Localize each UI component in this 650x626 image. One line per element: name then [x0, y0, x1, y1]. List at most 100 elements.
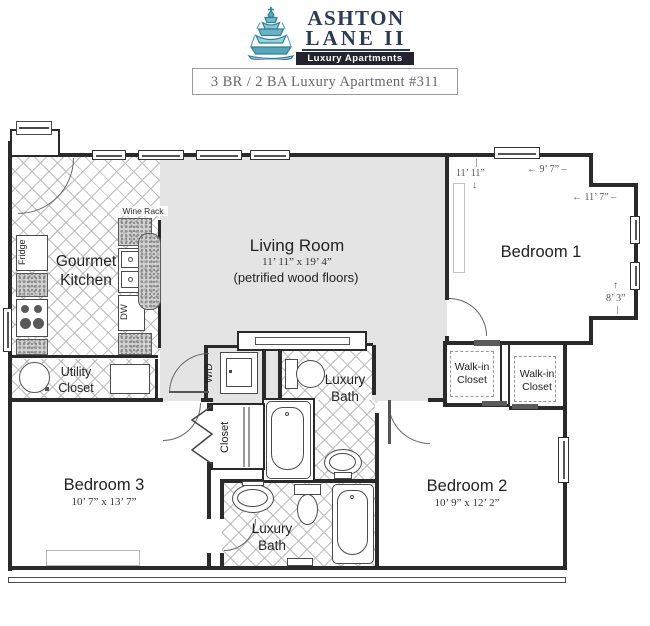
window-living-2: [138, 150, 184, 160]
front-door: [16, 121, 52, 135]
tub-lower-drain: [350, 495, 354, 499]
tub-upper-drain: [285, 412, 289, 416]
walkin-closet-lower-label: Walk-in Closet: [519, 368, 555, 394]
fountain-icon: [246, 6, 296, 62]
wall-bedroom2-top-stub: [428, 398, 445, 402]
arrow-left-icon: ←: [527, 164, 537, 175]
dim-text: 11’ 11”: [456, 168, 485, 179]
wall-bedroom3-top-b: [201, 398, 213, 402]
bedroom1-floor: [449, 157, 634, 341]
fireplace-inner: [255, 337, 350, 345]
wall-bedroom3-top-a: [8, 398, 163, 402]
closet-bifold-opening: [209, 411, 216, 462]
sink-drain: [128, 257, 133, 262]
walkin-closet-upper-shelves: [450, 351, 494, 397]
wall-wic-pocket: [500, 343, 510, 406]
wall-bedroom3-right-c: [207, 553, 211, 567]
wall-wd-right: [262, 345, 266, 400]
wall-bath-upper-left: [278, 345, 282, 402]
kitchen-label: Gourmet Kitchen: [55, 253, 117, 290]
wall-bedroom3-right-a: [207, 403, 211, 411]
walkin-closet-upper-label: Walk-in Closet: [454, 361, 490, 387]
wall-bedroom1-notch: [589, 153, 593, 186]
wall-bedroom1-top2: [589, 183, 638, 187]
hvac-unit: [110, 364, 150, 394]
dim-text: 8’ 3”: [606, 293, 626, 304]
bath-lower-cabinet: [287, 558, 313, 566]
water-heater-valve: [45, 387, 49, 391]
wall-utility-right: [155, 359, 158, 399]
bedroom1-label: Bedroom 1: [500, 243, 582, 261]
wall-bedroom3-right-b: [207, 462, 211, 519]
wall-bedroom1-right: [634, 183, 638, 320]
window-bedroom1-right-2: [630, 262, 640, 290]
counter-granite-1: [16, 273, 48, 297]
bath-lower-label: Luxury Bath: [251, 521, 293, 553]
bedroom3-low-window: [46, 550, 140, 566]
wine-rack-label: Wine Rack: [118, 206, 168, 216]
bedroom1-dim-alcove: ← 11’ 7” –: [572, 192, 617, 203]
closet-bifold-doors: [186, 405, 214, 467]
wall-wic1-bottom: [443, 403, 510, 407]
patio-edge-line: [8, 577, 566, 583]
sink-lower-counter: [242, 481, 264, 486]
wall-bottom: [8, 566, 567, 570]
window-living-1: [92, 150, 126, 160]
water-heater: [19, 362, 50, 393]
wall-bath-upper-right: [372, 345, 376, 395]
sink-lower: [232, 484, 274, 513]
wd-door-leaf: [169, 391, 209, 393]
bedroom1-dim-right: 8’ 3”: [606, 293, 626, 304]
window-living-4: [250, 150, 290, 160]
living-room-dims: 11’ 11” x 19’ 4”: [262, 256, 332, 268]
utility-closet-label: Utility Closet: [58, 365, 94, 395]
fridge: Fridge: [16, 235, 48, 271]
window-living-3: [196, 150, 242, 160]
wall-bedroom1-left-b: [445, 336, 449, 345]
plan-title: 3 BR / 2 BA Luxury Apartment #311: [192, 68, 458, 95]
arrow-up-icon: ↑: [613, 280, 618, 291]
sink-upper: [324, 449, 362, 476]
bath-upper-label: Luxury Bath: [324, 372, 366, 404]
wall-wd-top: [204, 345, 266, 348]
living-room-note: (petrified wood floors): [233, 270, 359, 285]
arrow-down-icon: ↓: [472, 180, 477, 191]
brand-line2: LANE II: [305, 26, 407, 50]
wall-left-outer: [8, 141, 12, 571]
bedroom1-dim-extent: [453, 183, 465, 273]
toilet-upper-bowl: [296, 360, 325, 388]
brand-underline: [302, 49, 410, 51]
sink-upper-base: [334, 472, 352, 479]
walkin-closet-upper-floor: [443, 345, 510, 406]
bedroom1-dim-left-arrow: ↓: [472, 180, 477, 191]
bedroom2-door-leaf: [388, 400, 391, 444]
wic1-door-track-bottom: [482, 401, 507, 406]
tub-lower: [332, 484, 374, 564]
bedroom3-label: Bedroom 3: [63, 476, 145, 494]
counter-granite-3: [118, 333, 152, 355]
tub-upper-basin: [271, 407, 304, 470]
wall-kitchen-utility: [10, 355, 158, 358]
wall-bedroom1-step-v: [589, 316, 593, 345]
tub-lower-basin: [337, 490, 368, 555]
fridge-label: Fridge: [17, 239, 27, 266]
sink-drain: [128, 277, 133, 282]
dim-text: 11’ 7”: [584, 192, 609, 203]
bedroom2-dims: 10’ 9” x 12’ 2”: [434, 497, 500, 509]
burner: [20, 318, 31, 329]
window-kitchen-left: [3, 308, 12, 352]
arrow-left-icon: ←: [572, 192, 582, 203]
washer-knob: [229, 370, 232, 373]
closet-label: Closet: [219, 421, 231, 453]
closet-box: [211, 403, 265, 470]
burner: [34, 305, 42, 313]
wic2-door-track: [512, 404, 538, 409]
bedroom1-dim-tick2: [617, 306, 618, 314]
brand-line1: ASHTON: [307, 6, 405, 30]
living-room-label: Living Room: [249, 236, 345, 255]
bedroom2-label: Bedroom 2: [426, 477, 508, 495]
bedroom1-dim-left: 11’ 11”: [456, 168, 485, 179]
sink-upper-basin: [329, 453, 356, 471]
header-logo: ASHTON LANE II Luxury Apartments: [246, 4, 416, 65]
burner: [33, 318, 44, 329]
